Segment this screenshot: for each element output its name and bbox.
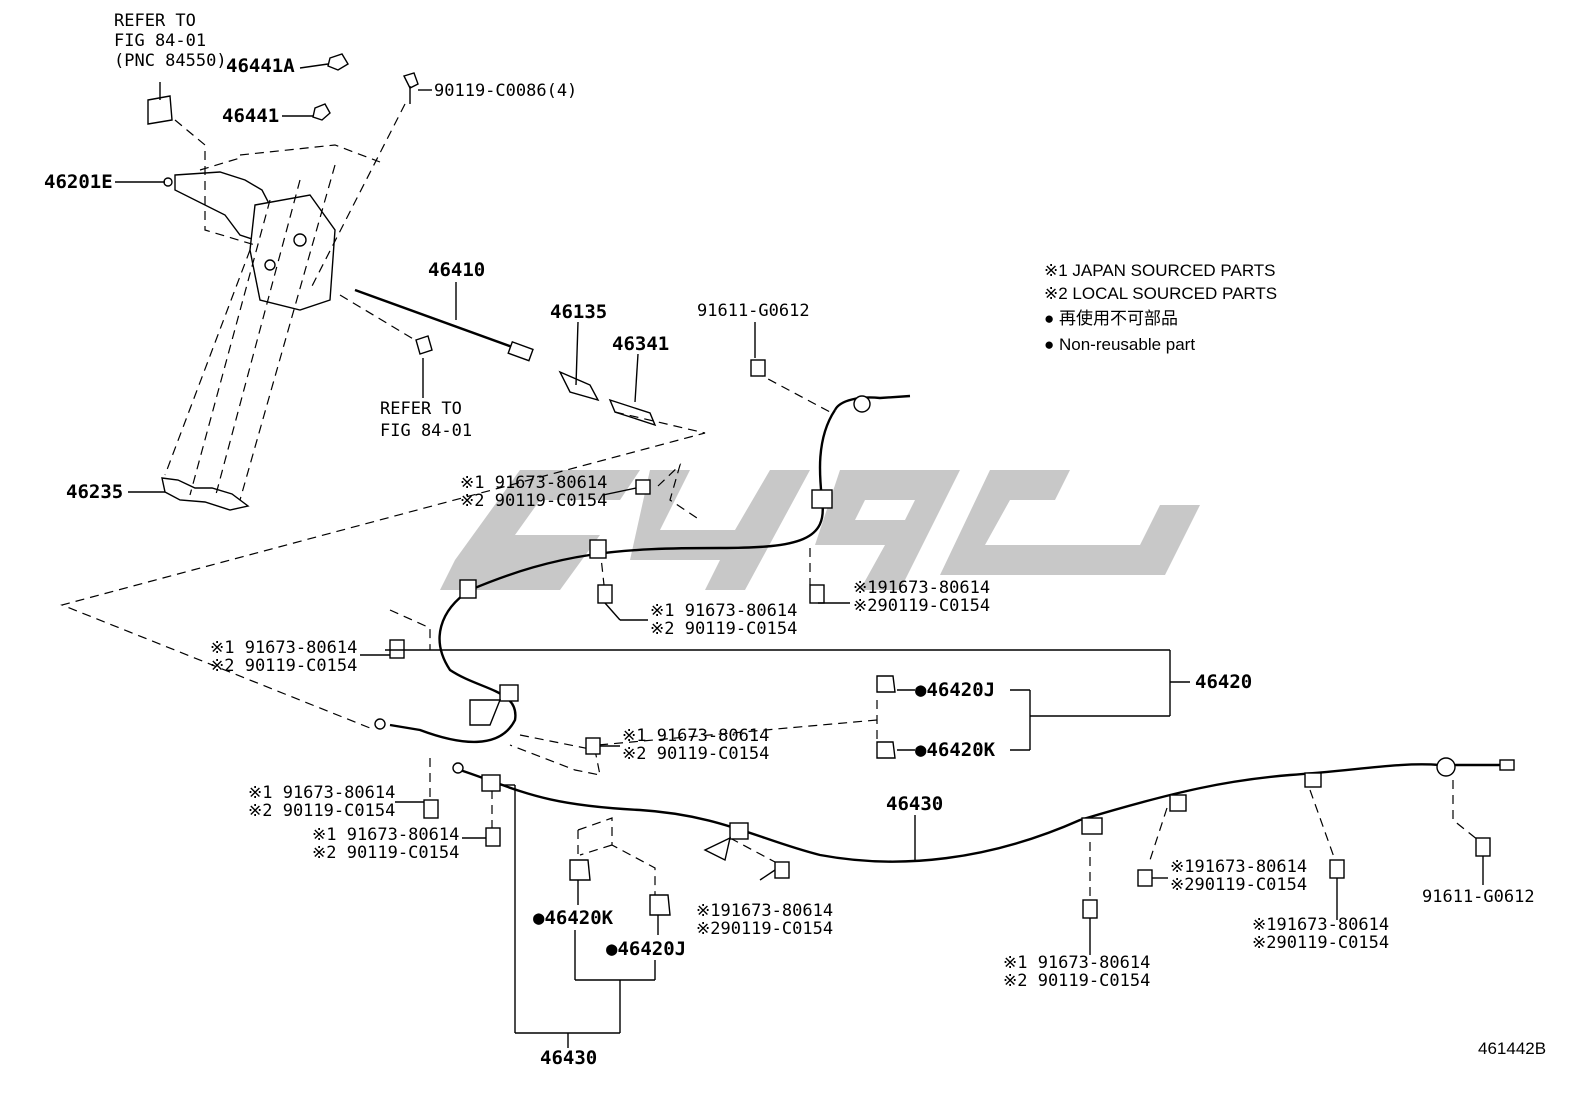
part-labels: REFER TO FIG 84-01 (PNC 84550) 46441A 46… <box>44 11 1546 1069</box>
refer-to-label-b2: FIG 84-01 <box>380 421 472 441</box>
legend-non-reusable-en: ● Non-reusable part <box>1044 335 1195 354</box>
nut-icon-46441 <box>312 103 331 121</box>
rear-cable-46420 <box>374 394 911 744</box>
callout-9-line2: ※290119-C0154 <box>1170 875 1307 895</box>
callout-10-line2: ※2 90119-C0154 <box>1003 971 1150 991</box>
assembly-dashed-lines <box>60 103 1479 900</box>
callout-5-line2: ※2 90119-C0154 <box>622 744 769 764</box>
leader-lines <box>115 63 1484 1048</box>
callout-6-line1: ※1 91673-80614 <box>248 783 395 803</box>
part-number-46430-mid: 46430 <box>886 793 943 815</box>
equalizer-46135 <box>558 370 600 402</box>
nut-icon-46441A <box>327 53 349 71</box>
callout-9-line1: ※191673-80614 <box>1170 857 1307 877</box>
part-number-46420K-right: ●46420K <box>915 739 996 761</box>
callout-11-line1: ※191673-80614 <box>1252 915 1389 935</box>
bolt-icon-front <box>415 335 433 355</box>
watermark-logo <box>440 470 1200 590</box>
callout-6-line2: ※2 90119-C0154 <box>248 801 395 821</box>
bolt-icons <box>389 359 1491 919</box>
refer-to-label-1: REFER TO <box>114 11 196 31</box>
callout-11-line2: ※290119-C0154 <box>1252 933 1389 953</box>
refer-to-label-2: FIG 84-01 <box>114 31 206 51</box>
refer-to-label-3: (PNC 84550) <box>114 51 227 71</box>
clip-icons <box>569 675 896 916</box>
bracket-46441A <box>147 95 173 125</box>
callout-10-line1: ※1 91673-80614 <box>1003 953 1150 973</box>
rear-cable-46430 <box>452 757 1515 863</box>
part-number-46135: 46135 <box>550 301 607 323</box>
legend: ※1 JAPAN SOURCED PARTS ※2 LOCAL SOURCED … <box>1044 261 1277 354</box>
bolt-icon-90119-C0086 <box>403 72 419 104</box>
part-number-46410: 46410 <box>428 259 485 281</box>
callout-7-line2: ※2 90119-C0154 <box>312 843 459 863</box>
bracket-46235 <box>161 477 250 511</box>
part-number-46420K-bottom: ●46420K <box>533 907 614 929</box>
part-number-46235: 46235 <box>66 481 123 503</box>
callout-3-line1: ※191673-80614 <box>853 578 990 598</box>
diagram-id: 461442B <box>1478 1039 1546 1058</box>
part-number-90119-C0086: 90119-C0086(4) <box>434 81 577 101</box>
part-number-46420J-right: ●46420J <box>915 679 995 701</box>
callout-4-line2: ※2 90119-C0154 <box>210 656 357 676</box>
part-number-46420J-bottom: ●46420J <box>606 938 686 960</box>
part-number-46341: 46341 <box>612 333 669 355</box>
legend-japan-sourced: ※1 JAPAN SOURCED PARTS <box>1044 261 1276 280</box>
part-number-91611-G0612-right: 91611-G0612 <box>1422 887 1535 907</box>
callout-8-line1: ※191673-80614 <box>696 901 833 921</box>
bolt-callout-labels: ※1 91673-80614 ※2 90119-C0154 ※1 91673-8… <box>210 473 1389 991</box>
front-cable-46410 <box>354 288 534 362</box>
callout-8-line2: ※290119-C0154 <box>696 919 833 939</box>
callout-4-line1: ※1 91673-80614 <box>210 638 357 658</box>
refer-to-label-b1: REFER TO <box>380 399 462 419</box>
parking-brake-lever-assembly <box>163 171 336 311</box>
part-number-91611-G0612-top: 91611-G0612 <box>697 301 810 321</box>
callout-2-line1: ※1 91673-80614 <box>650 601 797 621</box>
part-number-46201E: 46201E <box>44 171 113 193</box>
callout-5-line1: ※1 91673-80614 <box>622 726 769 746</box>
part-number-46420: 46420 <box>1195 671 1252 693</box>
part-number-46430-bottom: 46430 <box>540 1047 597 1069</box>
callout-1-line1: ※1 91673-80614 <box>460 473 607 493</box>
callout-3-line2: ※290119-C0154 <box>853 596 990 616</box>
legend-non-reusable-jp: ● 再使用不可部品 <box>1044 308 1178 328</box>
part-number-46441A: 46441A <box>226 55 295 77</box>
part-number-46441: 46441 <box>222 105 279 127</box>
callout-7-line1: ※1 91673-80614 <box>312 825 459 845</box>
callout-2-line2: ※2 90119-C0154 <box>650 619 797 639</box>
legend-local-sourced: ※2 LOCAL SOURCED PARTS <box>1044 284 1277 303</box>
adjuster-46341 <box>608 398 657 427</box>
callout-1-line2: ※2 90119-C0154 <box>460 491 607 511</box>
